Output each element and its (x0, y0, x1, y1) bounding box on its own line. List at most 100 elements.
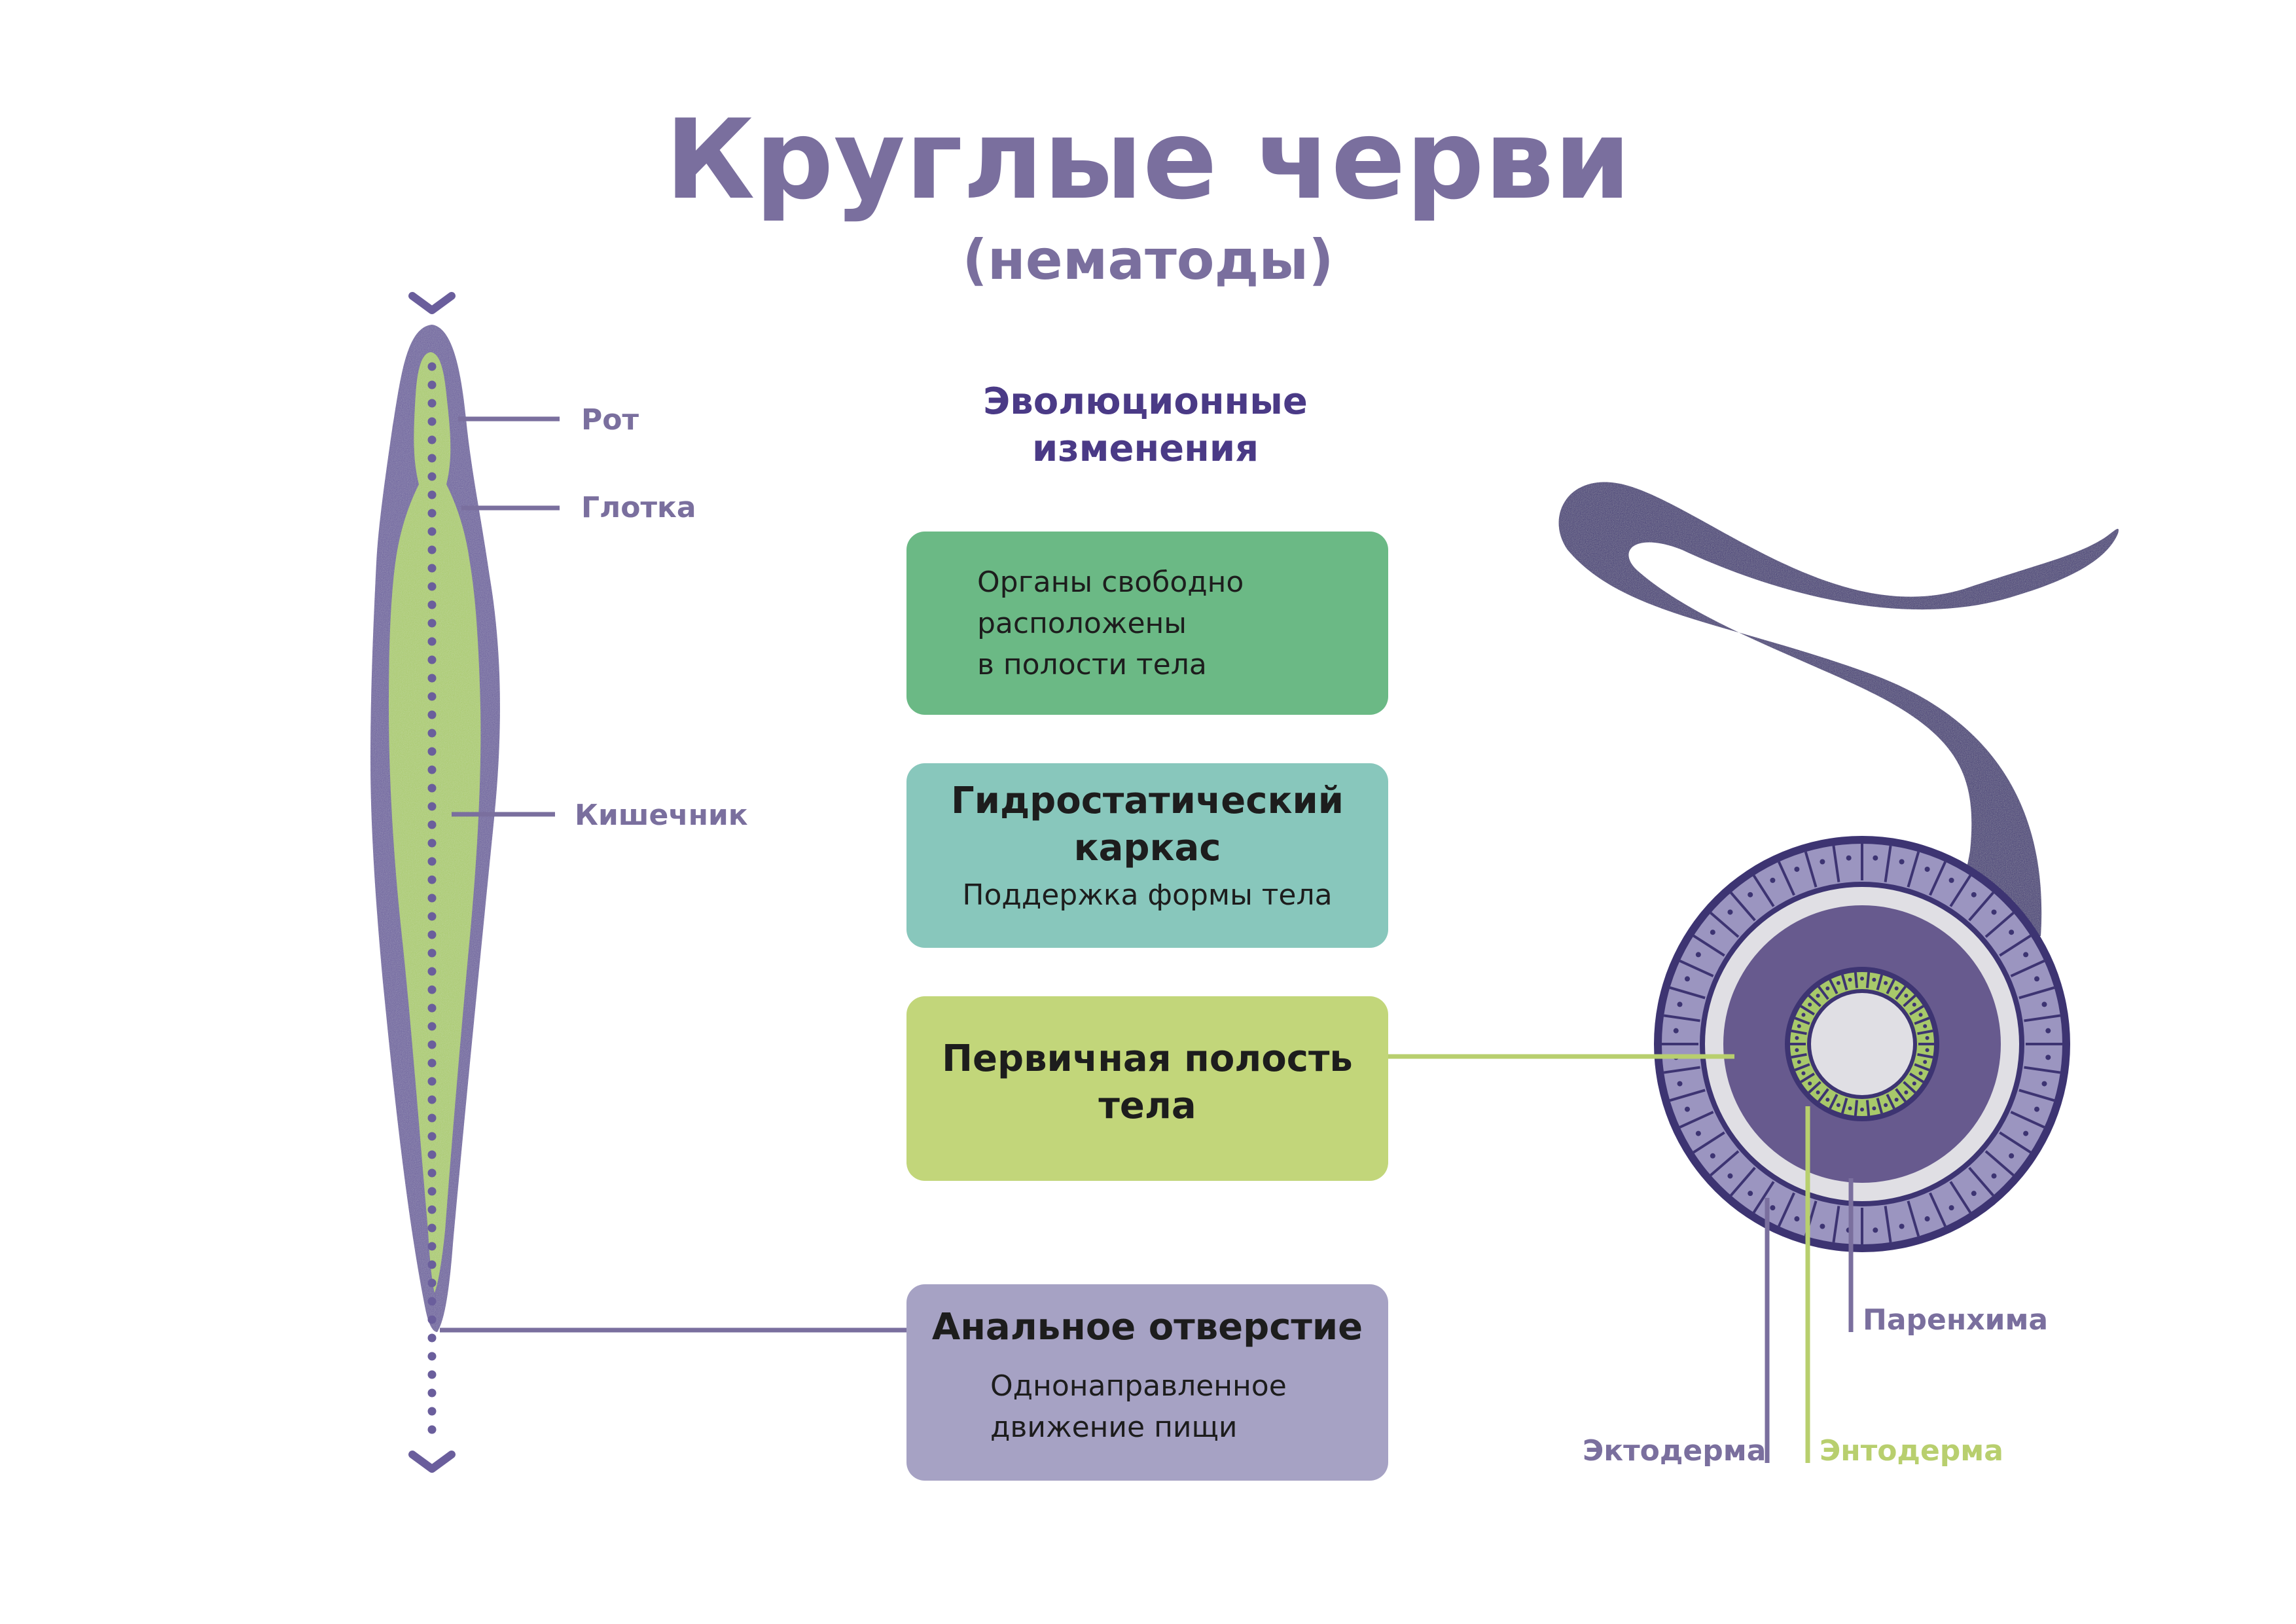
cell-wall (1876, 1098, 1884, 1114)
cell-nucleus (1971, 1191, 1977, 1197)
cell-wall (1693, 1131, 1725, 1154)
card-1-line-1: Органы свободно (977, 566, 1244, 599)
pharynx-label: Глотка (581, 491, 696, 524)
cell-nucleus (1894, 986, 1899, 990)
cell-wall (2018, 1089, 2055, 1102)
cell-nucleus (1684, 1106, 1690, 1112)
cell-nucleus (1770, 877, 1776, 883)
card-2-body: Поддержка формы тела (962, 878, 1333, 912)
cell-wall (1791, 1029, 1807, 1036)
cell-nucleus (1923, 1060, 1928, 1064)
cell-wall (1854, 1100, 1859, 1116)
cell-wall (1679, 1111, 1714, 1128)
cell-wall (1903, 994, 1916, 1007)
cell-nucleus (1677, 1081, 1683, 1087)
cell-wall (1800, 1005, 1815, 1016)
cell-nucleus (2023, 1130, 2029, 1136)
cell-nucleus (1860, 1108, 1864, 1111)
cell-wall (1884, 1206, 1892, 1243)
cell-nucleus (2045, 1028, 2051, 1034)
cell-wall (1829, 1094, 1839, 1110)
cell-wall (1693, 934, 1725, 957)
cell-nucleus (1801, 1071, 1806, 1075)
cell-nucleus (2034, 976, 2040, 982)
cell-wall (1914, 1017, 1930, 1025)
cell-nucleus (1795, 1036, 1799, 1040)
card-4-heading: Анальное отверстие (931, 1306, 1363, 1348)
cell-wall (1832, 845, 1840, 882)
cell-nucleus (1673, 1028, 1679, 1034)
cell-nucleus (1710, 1153, 1715, 1159)
cell-wall (1884, 845, 1892, 882)
cell-wall (1752, 875, 1775, 907)
cell-wall (1917, 1053, 1933, 1059)
cell-wall (1854, 972, 1859, 988)
cell-nucleus (1770, 1205, 1776, 1211)
cell-nucleus (1912, 1002, 1916, 1007)
cell-wall (1818, 986, 1829, 1000)
gut-lumen (1811, 993, 1913, 1095)
intestine-label: Кишечник (575, 799, 748, 832)
card-anus: Анальное отверстие Однонаправленное движ… (906, 1284, 1388, 1481)
cell-wall (2010, 1111, 2045, 1128)
cell-wall (1999, 1131, 2032, 1154)
cell-wall (1730, 1166, 1756, 1197)
cell-nucleus (1899, 859, 1905, 865)
cell-wall (1886, 979, 1895, 994)
cell-nucleus (1860, 977, 1864, 981)
evolution-heading: Эволюционные изменения (877, 378, 1414, 473)
card-2-heading-line-1: Гидростатический (951, 780, 1344, 822)
cell-wall (1895, 1088, 1907, 1102)
cell-nucleus (1873, 1227, 1878, 1233)
cell-nucleus (1795, 1048, 1799, 1053)
cell-wall (1909, 1072, 1924, 1083)
cell-wall (1907, 851, 1920, 888)
cell-nucleus (1884, 1103, 1888, 1108)
cell-nucleus (1991, 909, 1997, 915)
cell-nucleus (1677, 1001, 1683, 1007)
cell-wall (1999, 934, 2032, 957)
cell-wall (1876, 974, 1884, 990)
cell-nucleus (1848, 1106, 1852, 1111)
cell-nucleus (1816, 1090, 1820, 1094)
cell-nucleus (1794, 866, 1800, 872)
evolution-heading-line-2: изменения (1031, 427, 1259, 470)
cell-wall (1917, 1029, 1933, 1036)
cell-wall (1808, 994, 1821, 1007)
cell-nucleus (1904, 1090, 1909, 1094)
cell-nucleus (1748, 1191, 1753, 1197)
cell-nucleus (1710, 929, 1715, 935)
page-subtitle: (нематоды) (962, 228, 1334, 292)
cell-nucleus (1899, 1223, 1905, 1229)
cell-nucleus (1797, 1024, 1801, 1028)
cell-nucleus (2041, 1001, 2047, 1007)
cell-wall (1984, 1150, 2015, 1176)
cell-nucleus (1918, 1071, 1923, 1075)
cell-wall (1752, 1181, 1775, 1214)
cell-wall (1663, 1066, 1700, 1074)
card-1-line-3: в полости тела (977, 648, 1207, 681)
cell-nucleus (1991, 1173, 1997, 1179)
cell-wall (1968, 892, 1994, 922)
cell-wall (1968, 1166, 1994, 1197)
cell-nucleus (1801, 1013, 1806, 1017)
cell-wall (1865, 972, 1871, 988)
bottom-chevron-icon (408, 1451, 456, 1473)
card-2-heading: Гидростатический каркас (906, 778, 1388, 872)
cell-nucleus (1948, 1205, 1954, 1211)
top-chevron-icon (408, 292, 456, 314)
cell-wall (1865, 1100, 1871, 1116)
card-4-body: Однонаправленное движение пищи (990, 1365, 1287, 1448)
cell-wall (1663, 1014, 1700, 1022)
cell-wall (1929, 861, 1946, 896)
cell-nucleus (1727, 1173, 1733, 1179)
cell-wall (1669, 1089, 1706, 1102)
cell-nucleus (1872, 977, 1876, 982)
cell-wall (1710, 912, 1740, 938)
cell-nucleus (1727, 909, 1733, 915)
card-4-line-2: движение пищи (990, 1411, 1238, 1444)
cell-nucleus (1948, 877, 1954, 883)
cell-nucleus (1695, 952, 1701, 958)
page-title: Круглые черви (665, 96, 1631, 224)
